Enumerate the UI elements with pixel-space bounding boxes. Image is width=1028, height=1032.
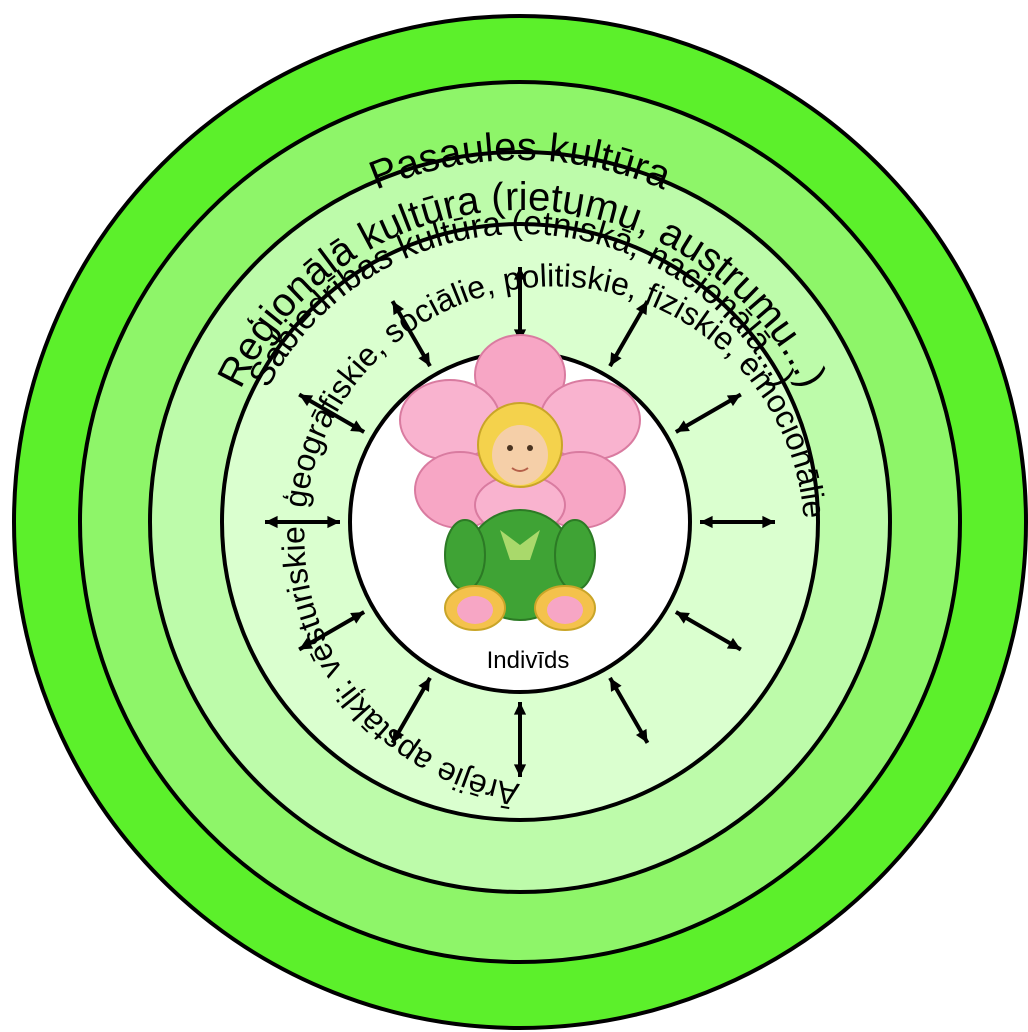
label-individual: Indivīds	[487, 647, 570, 674]
